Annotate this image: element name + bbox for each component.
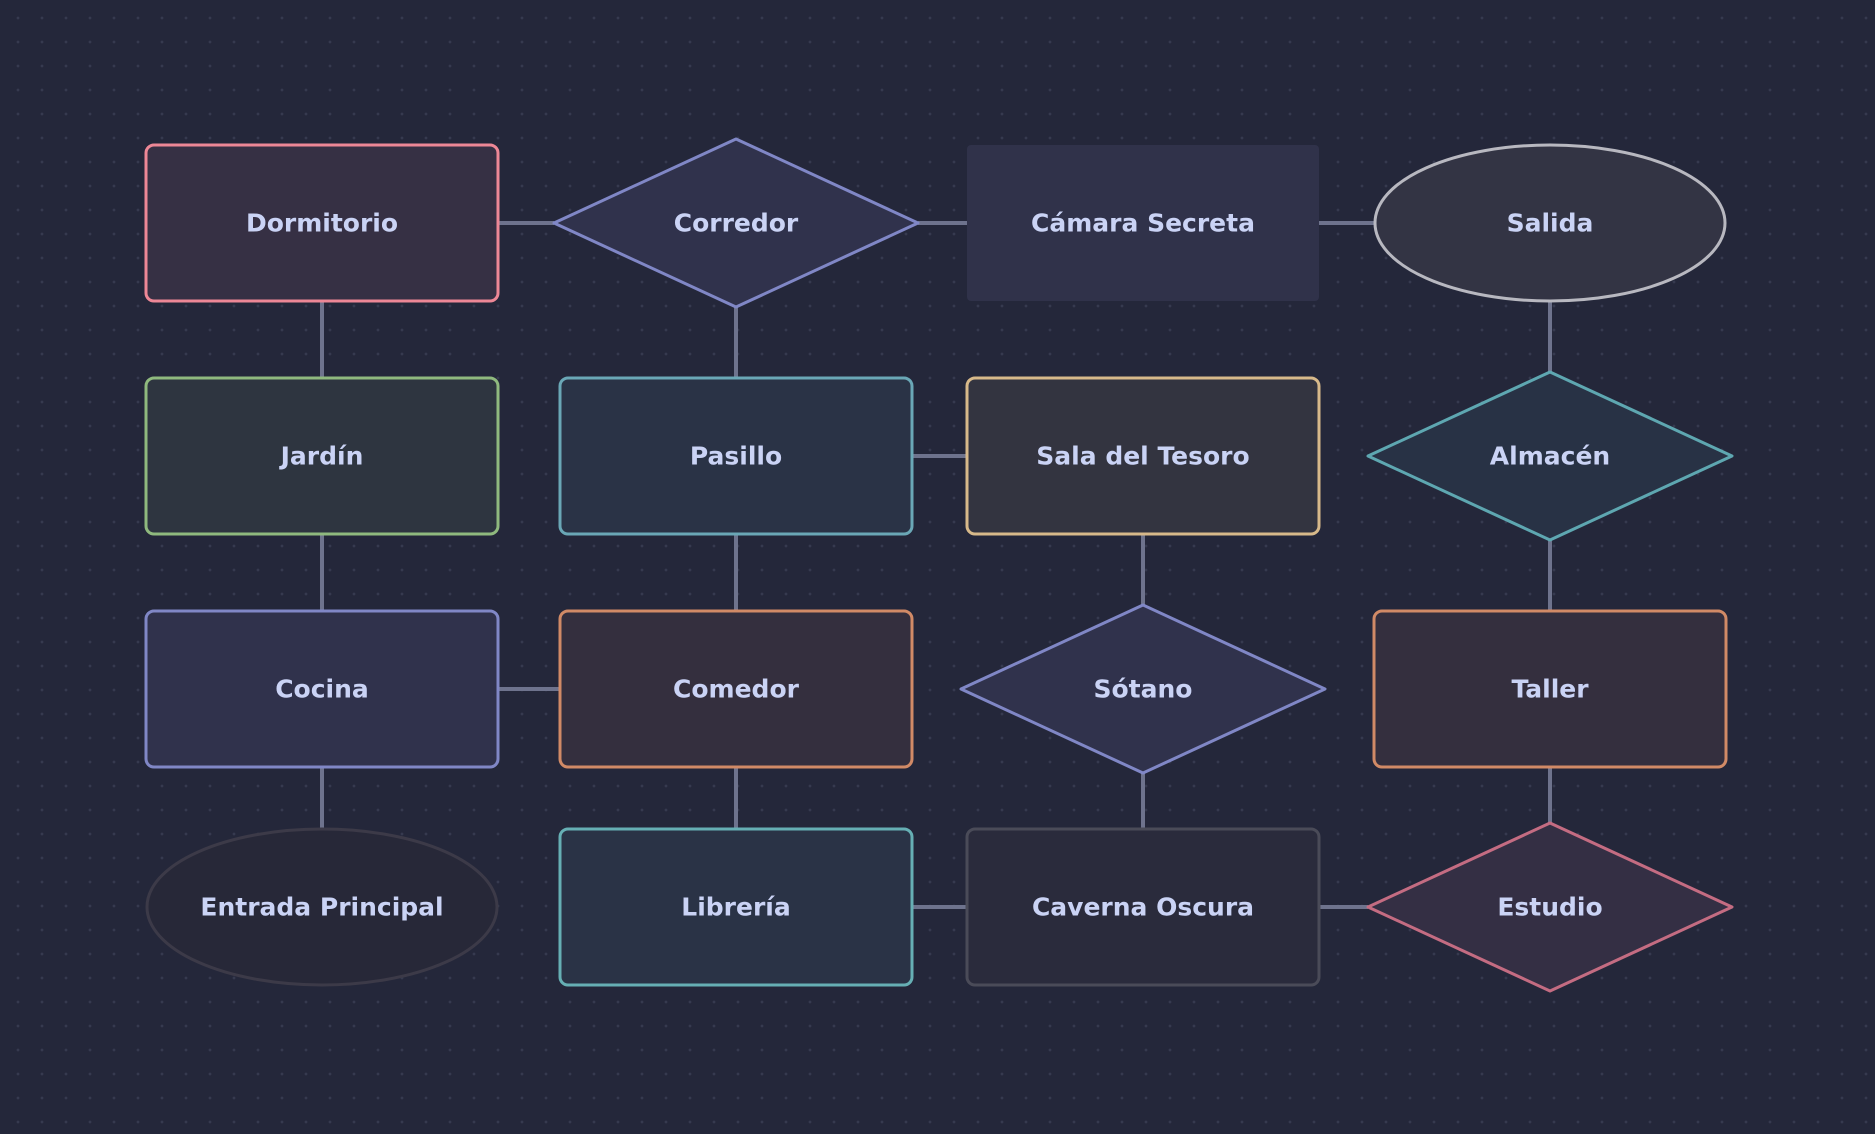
node-cocina-shape	[144, 609, 500, 769]
node-sala-del-tesoro-label: Sala del Tesoro	[1036, 442, 1249, 471]
node-pasillo-shape	[558, 376, 914, 536]
node-entrada-principal-label: Entrada Principal	[200, 893, 443, 922]
node-caverna-oscura[interactable]: Caverna Oscura	[965, 827, 1321, 987]
node-sotano-shape	[959, 603, 1327, 775]
node-sala-del-tesoro[interactable]: Sala del Tesoro	[965, 376, 1321, 536]
node-pasillo[interactable]: Pasillo	[558, 376, 914, 536]
node-cocina-label: Cocina	[275, 675, 369, 704]
node-entrada-principal[interactable]: Entrada Principal	[145, 827, 499, 987]
node-dormitorio-label: Dormitorio	[246, 209, 398, 238]
node-cocina[interactable]: Cocina	[144, 609, 500, 769]
nodes-layer: Dormitorio Corredor Cámara Secreta SalidaJa…	[144, 137, 1734, 993]
node-estudio[interactable]: Estudio	[1366, 821, 1734, 993]
node-comedor[interactable]: Comedor	[558, 609, 914, 769]
node-jardin-label: Jardín	[279, 442, 364, 471]
node-dormitorio[interactable]: Dormitorio	[144, 143, 500, 303]
node-camara-secreta-shape	[967, 145, 1319, 301]
node-taller-label: Taller	[1511, 675, 1589, 704]
node-comedor-shape	[558, 609, 914, 769]
node-camara-secreta[interactable]: Cámara Secreta	[967, 145, 1319, 301]
node-corredor-label: Corredor	[674, 209, 799, 238]
node-corredor-shape	[552, 137, 920, 309]
node-almacen-label: Almacén	[1490, 442, 1610, 471]
node-estudio-label: Estudio	[1497, 893, 1602, 922]
edges-layer	[320, 221, 1552, 909]
node-taller[interactable]: Taller	[1372, 609, 1728, 769]
node-entrada-principal-shape	[145, 827, 499, 987]
node-sotano-label: Sótano	[1094, 675, 1193, 704]
node-salida[interactable]: Salida	[1373, 143, 1727, 303]
node-comedor-label: Comedor	[673, 675, 800, 704]
node-taller-shape	[1372, 609, 1728, 769]
node-pasillo-label: Pasillo	[690, 442, 782, 471]
node-estudio-shape	[1366, 821, 1734, 993]
node-caverna-oscura-shape	[965, 827, 1321, 987]
node-corredor[interactable]: Corredor	[552, 137, 920, 309]
node-salida-label: Salida	[1507, 209, 1594, 238]
node-almacen[interactable]: Almacén	[1366, 370, 1734, 542]
node-camara-secreta-label: Cámara Secreta	[1031, 209, 1255, 238]
node-libreria[interactable]: Librería	[558, 827, 914, 987]
node-jardin[interactable]: Jardín	[144, 376, 500, 536]
node-libreria-label: Librería	[681, 893, 790, 922]
node-salida-shape	[1373, 143, 1727, 303]
node-sala-del-tesoro-shape	[965, 376, 1321, 536]
node-caverna-oscura-label: Caverna Oscura	[1032, 893, 1254, 922]
node-jardin-shape	[144, 376, 500, 536]
node-sotano[interactable]: Sótano	[959, 603, 1327, 775]
node-dormitorio-shape	[144, 143, 500, 303]
node-almacen-shape	[1366, 370, 1734, 542]
node-libreria-shape	[558, 827, 914, 987]
